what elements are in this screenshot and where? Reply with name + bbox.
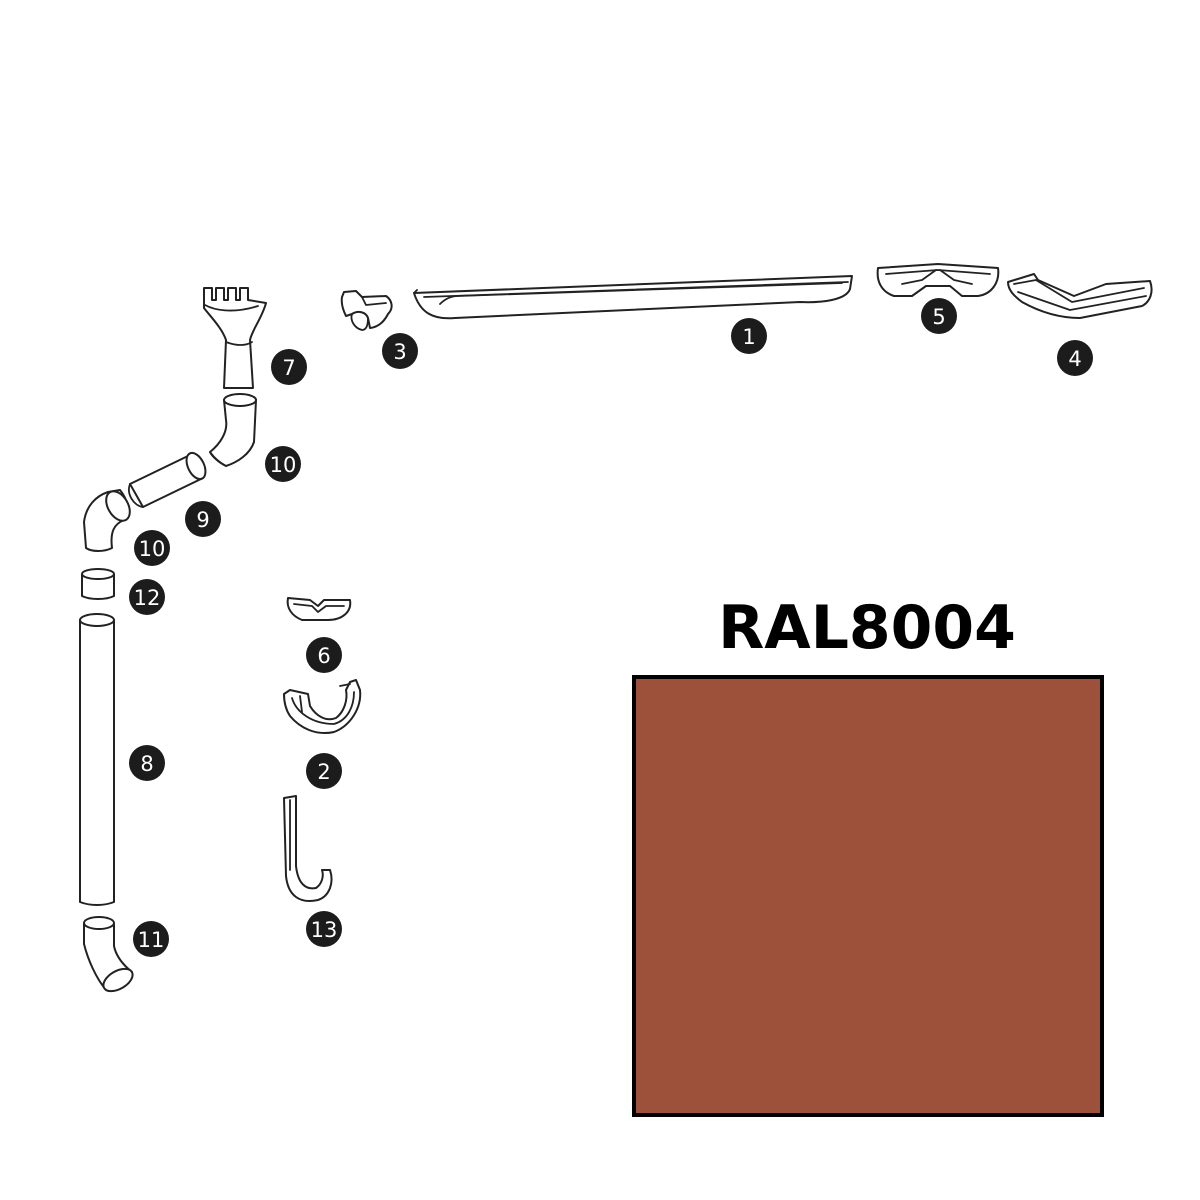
svg-text:11: 11 [138,928,165,952]
svg-text:3: 3 [393,340,406,364]
elbow-upper-part [209,393,257,467]
inner-corner-part [876,263,1000,297]
svg-text:7: 7 [282,356,295,380]
svg-text:4: 4 [1068,347,1081,371]
svg-text:1: 1 [742,325,755,349]
badge-7: 7 [271,349,307,385]
svg-text:10: 10 [139,537,166,561]
badge-8: 8 [129,745,165,781]
badge-10-lower: 10 [134,530,170,566]
badge-12: 12 [129,579,165,615]
svg-text:13: 13 [311,918,338,942]
badge-5: 5 [921,298,957,334]
badge-11: 11 [133,921,169,957]
badge-3: 3 [382,333,418,369]
badge-13: 13 [306,911,342,947]
color-code-title: RAL8004 [718,593,1016,663]
connector-part [286,597,352,621]
badge-9: 9 [185,501,221,537]
coupling-part [81,568,115,600]
color-swatch [632,675,1104,1117]
outlet-part [203,287,267,389]
svg-text:8: 8 [140,752,153,776]
outer-corner-part [1007,273,1153,319]
badge-4: 4 [1057,340,1093,376]
gutter-part [413,275,853,320]
shoe-part [83,916,134,993]
badge-6: 6 [306,637,342,673]
hook-part [283,795,333,902]
svg-text:12: 12 [134,586,161,610]
end-cap-part [340,290,393,331]
gutter-bracket-part [283,679,362,734]
svg-text:6: 6 [317,644,330,668]
svg-text:2: 2 [317,760,330,784]
badge-1: 1 [731,318,767,354]
downpipe-part [79,613,115,906]
badge-2: 2 [306,753,342,789]
svg-text:9: 9 [196,508,209,532]
svg-text:10: 10 [270,453,297,477]
svg-text:5: 5 [932,305,945,329]
badge-10-upper: 10 [265,446,301,482]
pipe-section-part [128,451,207,508]
elbow-lower-part [83,489,131,552]
